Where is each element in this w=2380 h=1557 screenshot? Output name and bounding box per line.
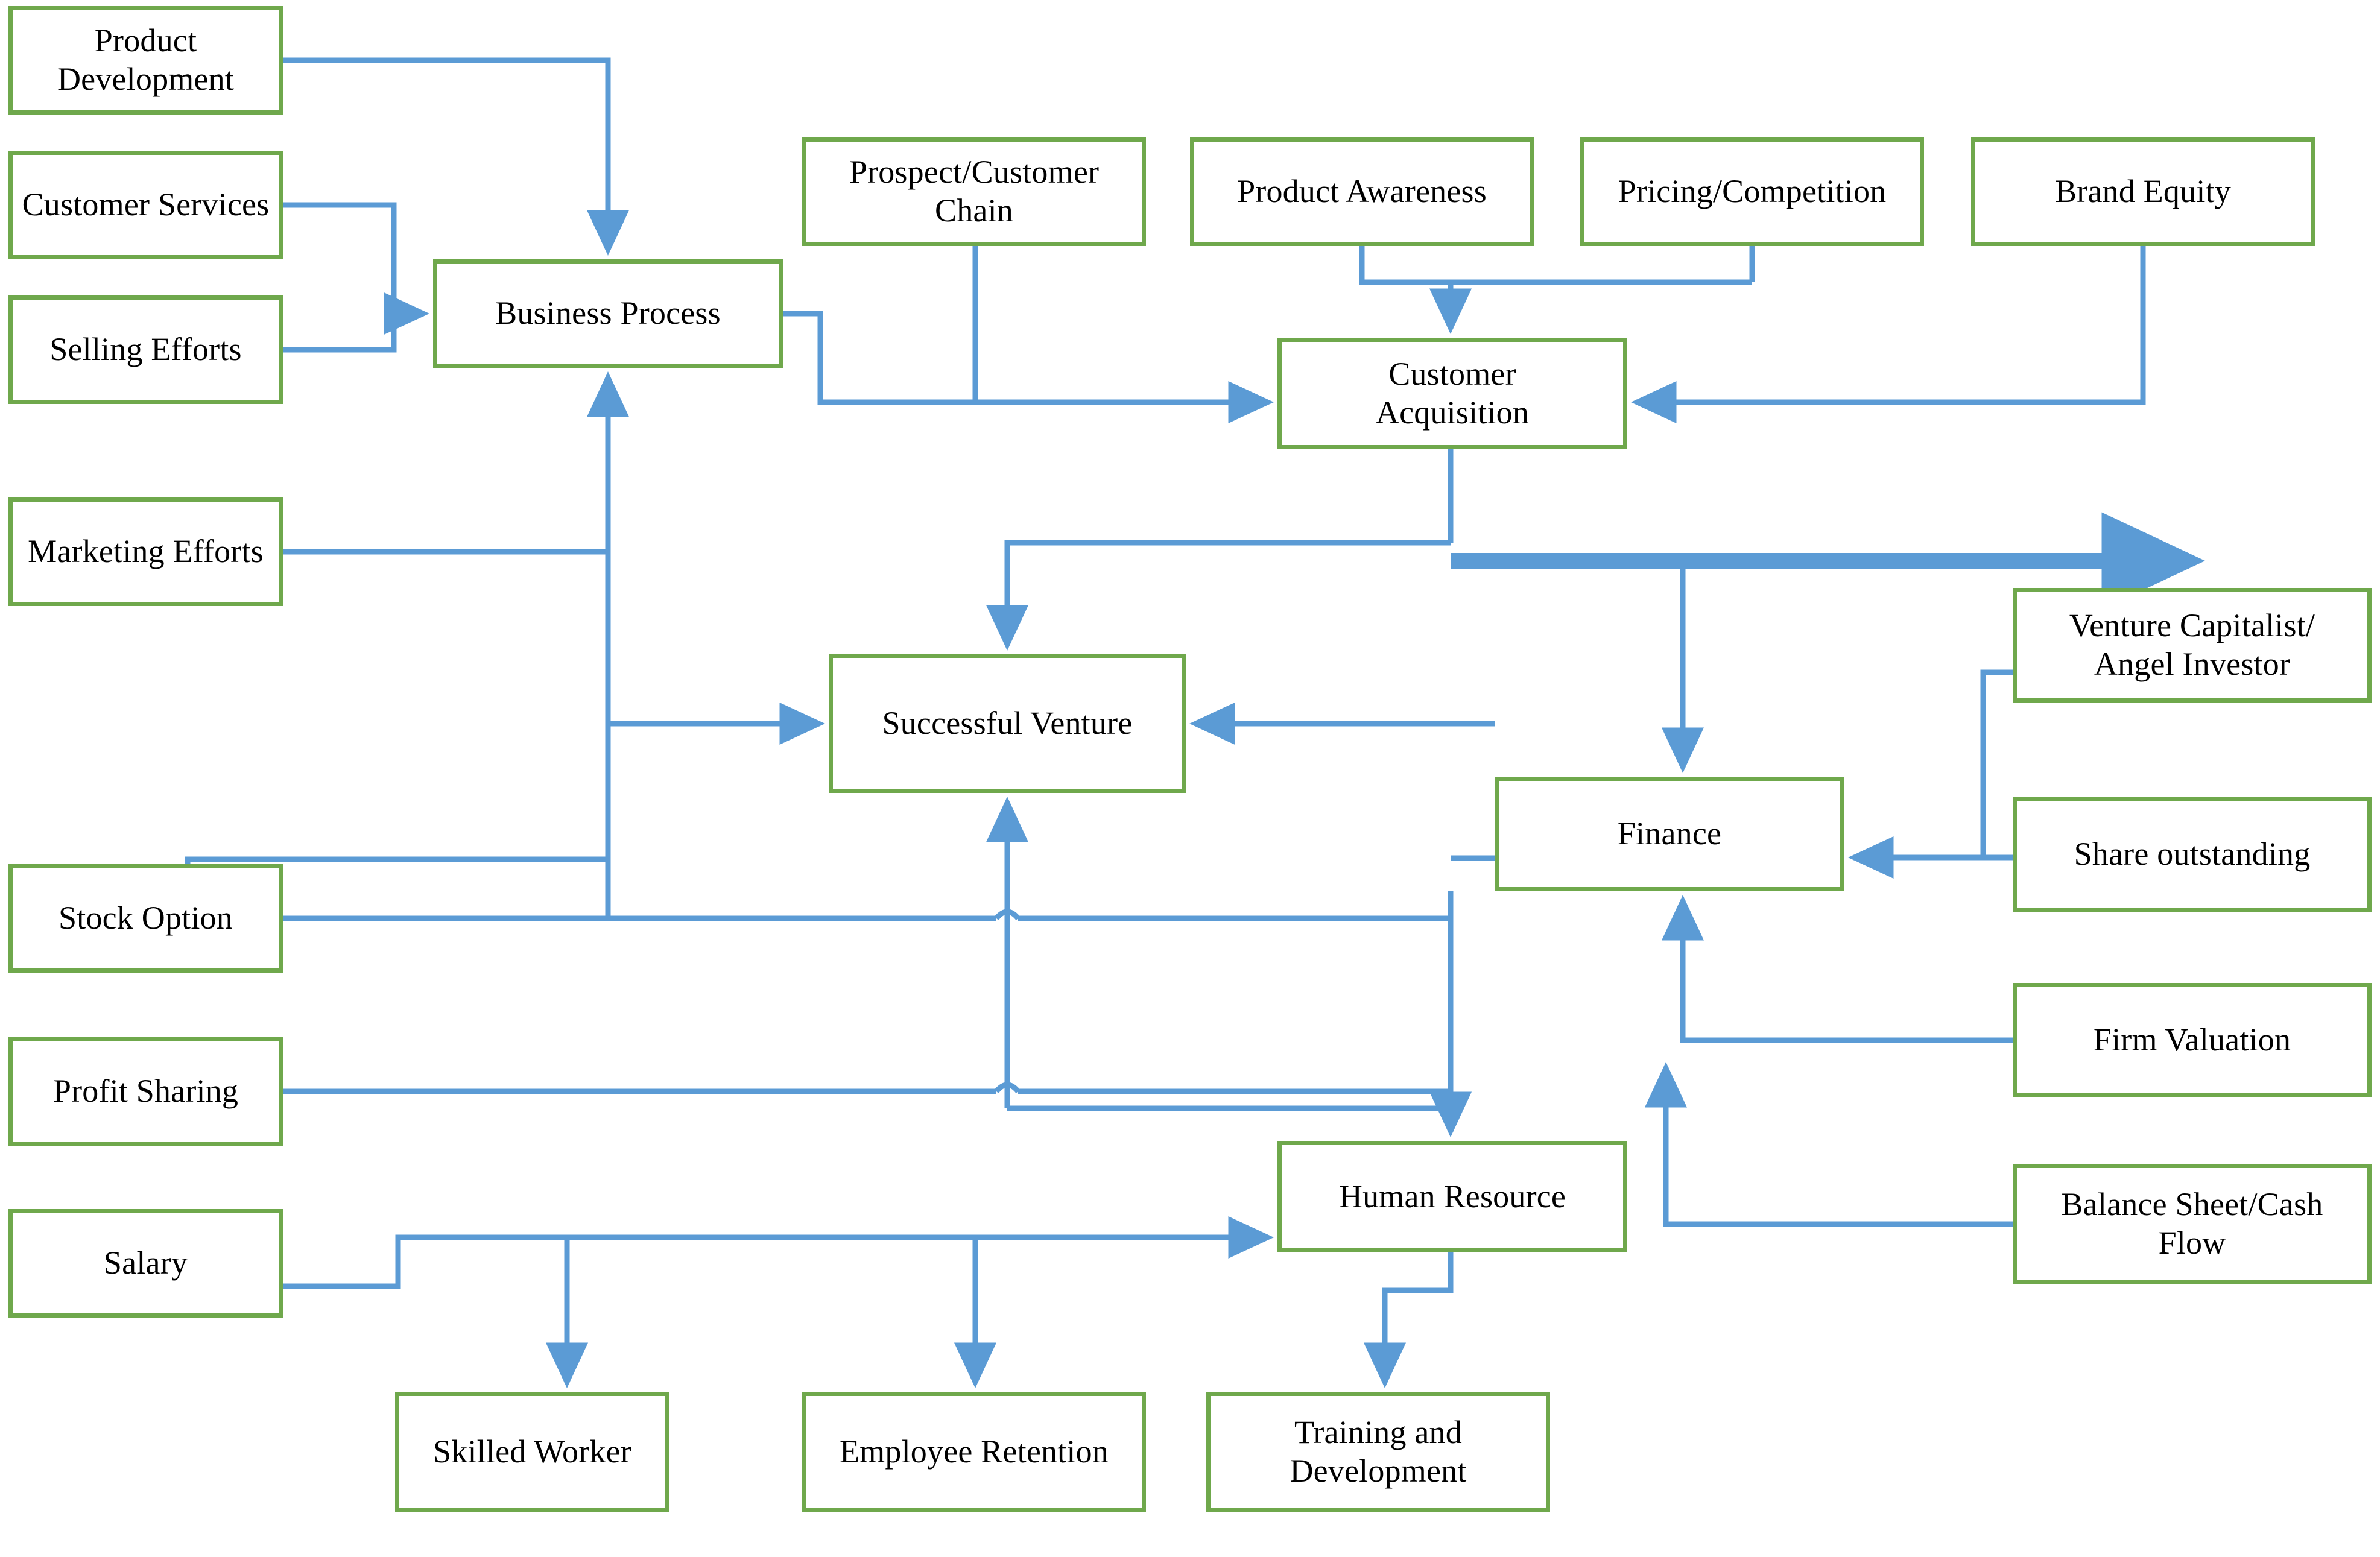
edge-human-resource-to-training-development [1363,1252,1454,1388]
node-skilled-worker[interactable]: Skilled Worker [395,1392,669,1512]
node-label-marketing-efforts: Marketing Efforts [28,533,264,570]
node-label-finance: Finance [1617,815,1722,852]
edge-salary-to-human-resource [283,1216,1274,1289]
node-label-customer-services: Customer Services [22,186,270,223]
edge-product-development-to-business-process [283,57,630,256]
node-label-balance-sheet: Balance Sheet/Cash Flow [2061,1186,2323,1261]
node-salary[interactable]: Salary [8,1209,283,1318]
node-label-prospect-customer-chain: Prospect/Customer Chain [849,154,1100,229]
node-product-development[interactable]: Product Development [8,6,283,115]
node-venture-capitalist[interactable]: Venture Capitalist/ Angel Investor [2013,588,2372,703]
node-label-brand-equity: Brand Equity [2055,173,2231,210]
edge-profit-sharing-jump-arc [994,1082,1021,1094]
node-label-pricing-competition: Pricing/Competition [1618,173,1887,210]
node-employee-retention[interactable]: Employee Retention [802,1392,1146,1512]
node-label-skilled-worker: Skilled Worker [433,1433,631,1470]
node-customer-acquisition[interactable]: Customer Acquisition [1277,338,1627,449]
node-firm-valuation[interactable]: Firm Valuation [2013,983,2372,1097]
node-label-successful-venture: Successful Venture [882,705,1133,742]
node-label-product-development: Product Development [57,22,235,97]
node-prospect-customer-chain[interactable]: Prospect/Customer Chain [802,137,1146,246]
edge-business-process-to-customer-acquisition [783,311,1274,424]
edge-customer-services-to-business-process [283,202,429,335]
node-marketing-efforts[interactable]: Marketing Efforts [8,497,283,606]
node-selling-efforts[interactable]: Selling Efforts [8,295,283,404]
node-profit-sharing[interactable]: Profit Sharing [8,1037,283,1146]
node-business-process[interactable]: Business Process [433,259,783,368]
edge-customer-acquisition-to-successful-venture [986,540,1451,651]
edge-stock-option-jump-arc [994,909,1021,921]
node-label-salary: Salary [103,1245,188,1281]
node-label-firm-valuation: Firm Valuation [2093,1022,2291,1058]
node-label-employee-retention: Employee Retention [840,1433,1109,1470]
node-label-business-process: Business Process [495,295,721,332]
node-label-training-development: Training and Development [1290,1414,1467,1489]
edge-selling-efforts-to-business-process [283,314,397,353]
node-label-share-outstanding: Share outstanding [2074,836,2311,873]
node-label-selling-efforts: Selling Efforts [49,331,242,368]
node-label-human-resource: Human Resource [1338,1178,1566,1214]
node-share-outstanding[interactable]: Share outstanding [2013,797,2372,912]
node-balance-sheet[interactable]: Balance Sheet/Cash Flow [2013,1164,2372,1284]
node-customer-services[interactable]: Customer Services [8,151,283,259]
edge-product-awareness-to-customer-acquisition [1359,246,1752,285]
node-label-product-awareness: Product Awareness [1237,173,1487,210]
node-stock-option[interactable]: Stock Option [8,864,283,973]
edge-balance-sheet-to-finance [1644,1062,2013,1227]
node-human-resource[interactable]: Human Resource [1277,1141,1627,1252]
node-label-stock-option: Stock Option [59,900,233,936]
node-pricing-competition[interactable]: Pricing/Competition [1580,137,1924,246]
node-brand-equity[interactable]: Brand Equity [1971,137,2315,246]
edge-firm-valuation-to-finance [1661,895,2013,1043]
node-label-venture-capitalist: Venture Capitalist/ Angel Investor [2069,607,2315,682]
node-label-profit-sharing: Profit Sharing [52,1073,239,1110]
node-label-customer-acquisition: Customer Acquisition [1375,355,1530,431]
edge-venture-capitalist-to-finance [1980,669,2013,857]
edge-brand-equity-to-customer-acquisition [1631,246,2146,424]
node-training-development[interactable]: Training and Development [1206,1392,1550,1512]
node-finance[interactable]: Finance [1495,777,1844,891]
node-successful-venture[interactable]: Successful Venture [829,654,1186,793]
node-product-awareness[interactable]: Product Awareness [1190,137,1534,246]
